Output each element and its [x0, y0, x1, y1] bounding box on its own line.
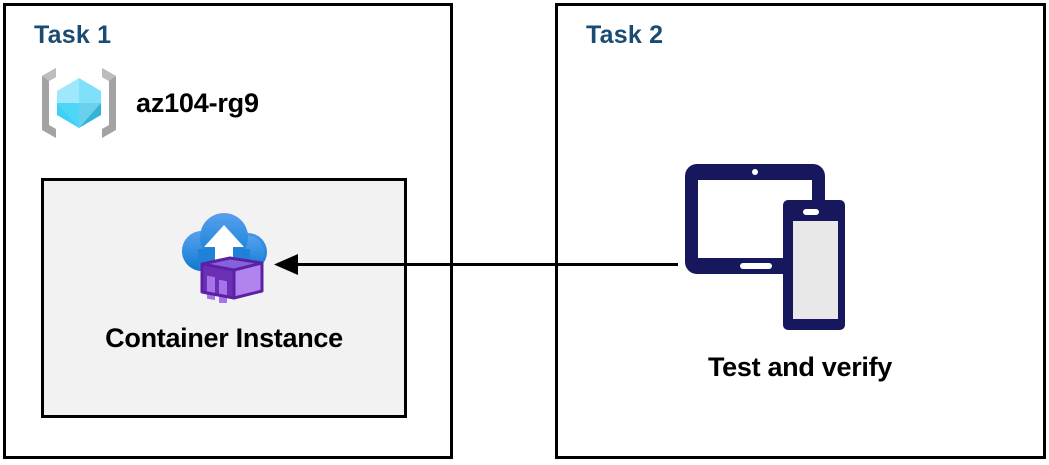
panel-task-2-title: Task 2: [586, 21, 664, 49]
arrow-task2-to-container-instance: [274, 254, 678, 275]
azure-resource-group-icon: [42, 68, 116, 138]
azure-container-instance-icon: [182, 213, 267, 303]
devices-tablet-phone-icon: [685, 164, 845, 330]
container-instance-label: Container Instance: [105, 323, 343, 353]
panel-task-1-title: Task 1: [34, 21, 112, 49]
container-instance-box: Container Instance: [41, 178, 407, 418]
test-and-verify-label: Test and verify: [707, 352, 893, 382]
panel-task-1: Task 1 az104-r: [3, 3, 453, 459]
resource-group-row: az104-rg9: [36, 64, 259, 142]
panel-task-2: Task 2: [555, 3, 1046, 459]
resource-group-label: az104-rg9: [136, 87, 259, 118]
